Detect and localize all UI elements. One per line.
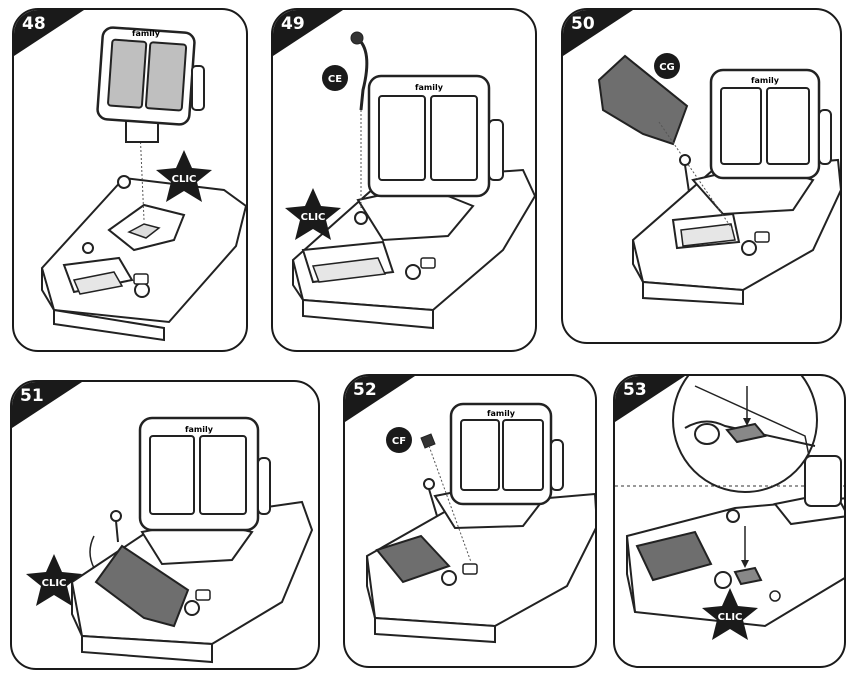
step-number: 53 xyxy=(623,380,647,400)
panel-step-53: CLIC 53 xyxy=(613,374,846,668)
clic-star xyxy=(156,150,212,202)
part-label: CG xyxy=(659,62,675,73)
part-badge xyxy=(322,65,348,91)
part-label: CE xyxy=(328,74,342,85)
step-number: 51 xyxy=(20,386,44,406)
step-number: 50 xyxy=(571,14,595,34)
panel-step-48: family CLIC 48 xyxy=(12,8,248,352)
step-number: 48 xyxy=(22,14,46,34)
step-48-illustration: family CLIC xyxy=(14,10,246,342)
panel-step-49: family CE CLIC 49 xyxy=(271,8,537,352)
step-50-illustration: family CG xyxy=(563,10,840,306)
step-tab-shape xyxy=(14,10,84,56)
panel-step-50: family CG 50 xyxy=(561,8,842,344)
step-53-illustration: CLIC xyxy=(615,376,844,640)
brand-logo: family xyxy=(185,425,214,434)
step-49-illustration: family CE CLIC xyxy=(273,10,535,330)
clic-label: CLIC xyxy=(42,578,67,589)
step-number: 49 xyxy=(281,14,305,34)
panel-step-52: family CF 52 xyxy=(343,374,597,668)
clic-label: CLIC xyxy=(718,612,743,623)
clic-label: CLIC xyxy=(301,212,326,223)
step-number: 52 xyxy=(353,380,377,400)
part-badge xyxy=(654,53,680,79)
step-52-illustration: family CF xyxy=(345,376,595,644)
clic-label: CLIC xyxy=(172,174,197,185)
brand-logo: family xyxy=(487,409,516,418)
step-51-illustration: family CLIC xyxy=(12,382,314,664)
part-badge xyxy=(386,427,412,453)
panel-step-51: family CLIC 51 xyxy=(10,380,320,670)
brand-logo: family xyxy=(751,76,780,85)
part-label: CF xyxy=(392,436,406,447)
brand-logo: family xyxy=(132,29,161,38)
brand-logo: family xyxy=(415,83,444,92)
